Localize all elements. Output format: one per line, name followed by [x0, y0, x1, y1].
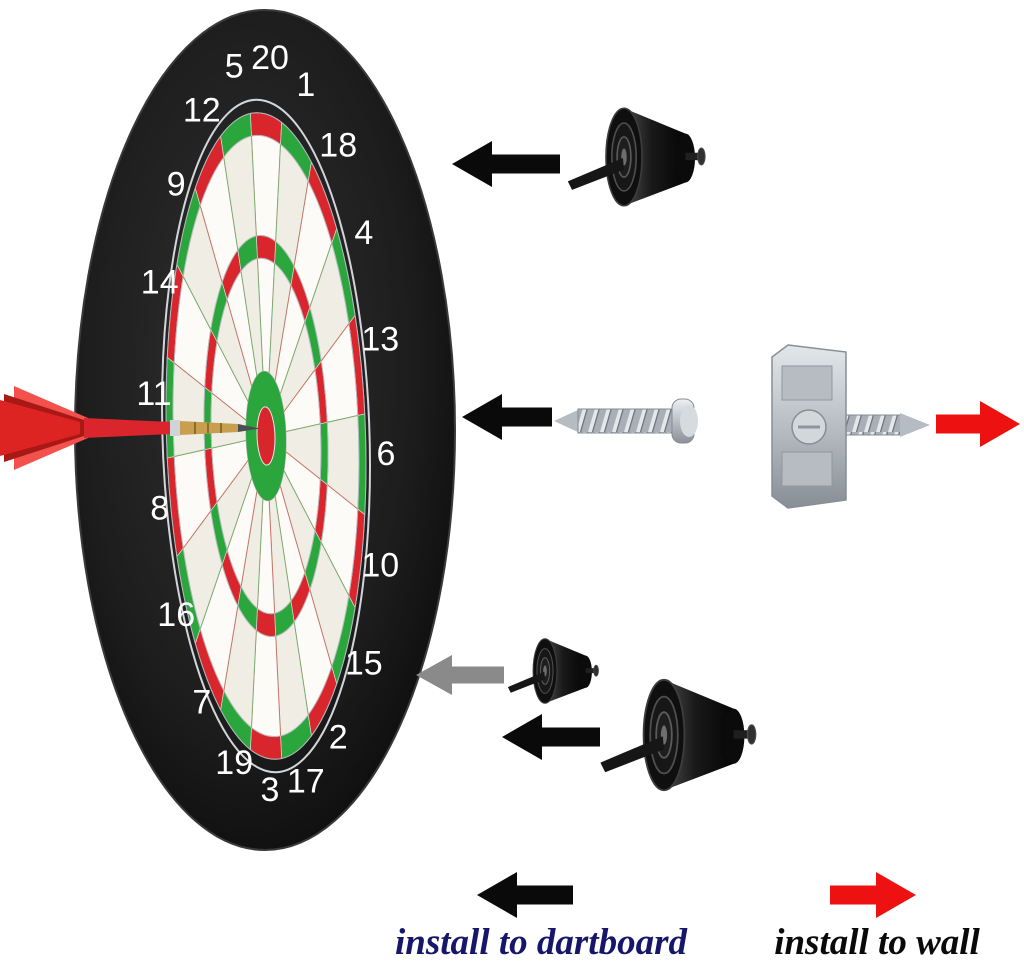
- dart-collar: [170, 420, 180, 436]
- legend-install-to-dartboard: install to dartboard: [395, 922, 687, 963]
- dartboard-number: 14: [141, 263, 179, 301]
- dartboard-number: 2: [329, 719, 348, 757]
- dart-point: [238, 424, 260, 432]
- dartboard-wire-ring: [166, 85, 366, 786]
- screw-thread: [577, 408, 675, 434]
- dart-flight-front: [0, 400, 80, 456]
- dart-barrel-knurling: [194, 422, 222, 434]
- dartboard-number: 7: [192, 684, 211, 722]
- screw-head-face: [680, 405, 698, 437]
- dartboard-fixer-cone-small: [507, 638, 600, 704]
- dartboard-number: 10: [361, 547, 399, 585]
- dartboard-wire-ring: [211, 243, 321, 629]
- dartboard-number: 17: [287, 762, 325, 800]
- dart-shaft: [84, 418, 172, 438]
- legend-red-arrow: [830, 872, 916, 918]
- bull-inner: [257, 404, 275, 467]
- arrow-left-black-middle: [462, 394, 552, 440]
- arrow-right-red-middle: [936, 401, 1020, 447]
- dartboard-fixer-cone-top: [567, 107, 706, 207]
- dartboard-number: 4: [354, 214, 373, 252]
- legend-install-to-wall: install to wall: [774, 922, 980, 963]
- dartboard-number: 11: [136, 375, 171, 413]
- wall-mount-bracket: [771, 344, 930, 509]
- dartboard-number: 8: [150, 490, 169, 528]
- screw-tip: [554, 409, 580, 433]
- legend-black-arrow: [477, 872, 573, 918]
- dartboard-number: 20: [251, 39, 289, 77]
- dartboard-ring-segment: [320, 420, 328, 485]
- mounting-screw: [554, 398, 698, 444]
- bracket-slot-top: [781, 365, 833, 401]
- dartboard-wire-ring: [173, 110, 359, 762]
- dartboard-number: 19: [215, 744, 253, 782]
- dartboard-wire-ring: [204, 219, 328, 654]
- dartboard-number: 12: [183, 91, 221, 129]
- dartboard-ring-segment: [204, 387, 212, 452]
- dartboard-fixer-cone-large: [599, 678, 757, 792]
- arrow-left-black-bottom: [502, 714, 600, 760]
- dartboard-number: 13: [361, 320, 399, 358]
- dartboard-number: 16: [157, 596, 195, 634]
- dartboard-number: 18: [319, 127, 357, 165]
- arrow-left-black-top: [452, 141, 560, 187]
- bracket-screw-tip: [900, 413, 930, 437]
- dart: [0, 386, 260, 470]
- dartboard-number: 9: [167, 166, 186, 204]
- dartboard-playfield: [162, 71, 370, 800]
- dartboard-number: 6: [377, 435, 396, 473]
- dartboard-number: 5: [225, 48, 244, 86]
- dartboard-number: 1: [296, 66, 315, 104]
- dartboard-number: 15: [345, 644, 383, 682]
- dartboard-number: 3: [261, 771, 280, 809]
- dartboard-wire-ring: [162, 71, 370, 800]
- arrow-left-gray: [416, 655, 504, 695]
- bracket-slot-bottom: [781, 451, 833, 487]
